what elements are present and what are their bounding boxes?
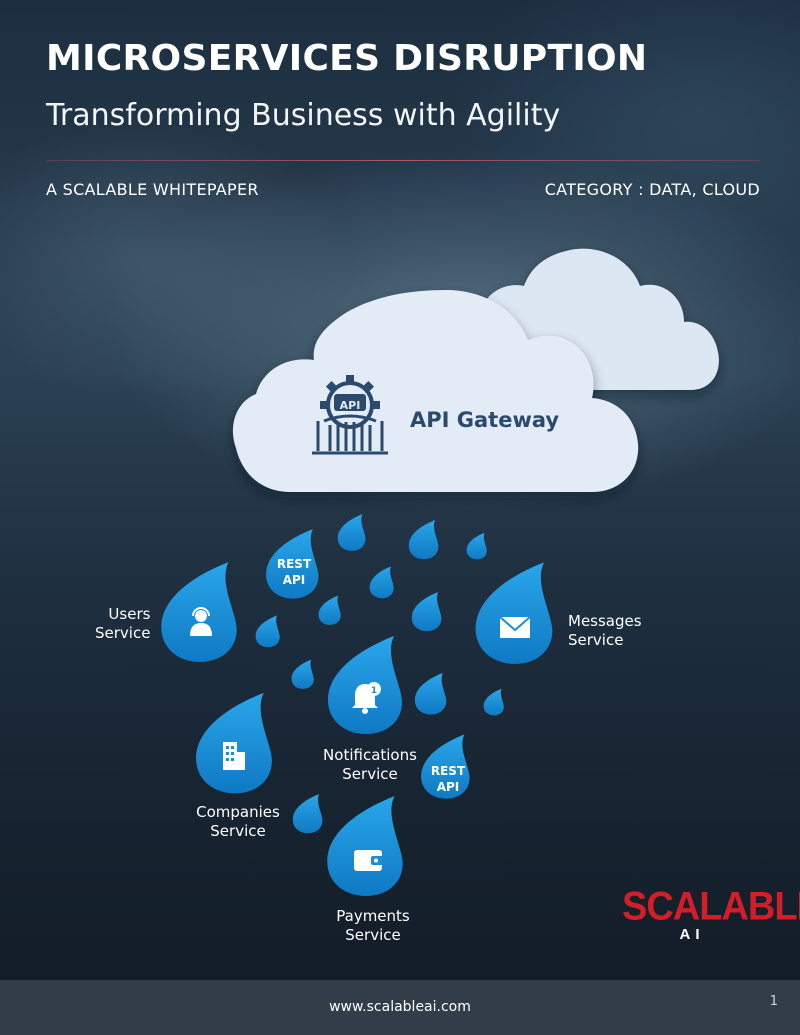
companies-service-drop bbox=[196, 692, 272, 794]
envelope-icon bbox=[499, 616, 531, 638]
rest-api-drop-2: REST API bbox=[421, 734, 470, 799]
building-icon bbox=[223, 742, 245, 770]
drop-small bbox=[369, 566, 394, 599]
logo-sub: AI bbox=[679, 926, 705, 943]
rest-api-drop-1: REST API bbox=[266, 529, 319, 599]
user-headset-icon bbox=[190, 607, 212, 636]
microservices-diagram: API API Gateway REST bbox=[161, 248, 719, 896]
api-gateway-label: API Gateway bbox=[410, 408, 559, 432]
payments-service-drop bbox=[327, 796, 403, 896]
drop-small bbox=[483, 688, 504, 716]
drop-small bbox=[255, 615, 280, 648]
messages-service-drop bbox=[475, 562, 553, 664]
svg-text:API: API bbox=[283, 573, 306, 587]
notifications-service-drop: 1 bbox=[328, 636, 402, 734]
drop-small bbox=[466, 532, 487, 560]
footer: www.scalableai.com 1 bbox=[0, 980, 800, 1035]
api-gateway-cloud bbox=[232, 290, 639, 492]
svg-text:API: API bbox=[437, 780, 460, 794]
category-label: CATEGORY : DATA, CLOUD bbox=[544, 180, 760, 199]
wallet-icon bbox=[354, 850, 383, 871]
svg-text:REST: REST bbox=[277, 557, 312, 571]
svg-text:1: 1 bbox=[371, 686, 377, 696]
footer-url[interactable]: www.scalableai.com bbox=[329, 999, 471, 1015]
drop-small bbox=[414, 672, 447, 715]
drop-small bbox=[291, 659, 314, 689]
drop-small bbox=[411, 592, 442, 632]
scalable-ai-logo: SCALABLE AI bbox=[622, 884, 800, 943]
bell-icon: 1 bbox=[352, 682, 381, 714]
svg-text:API: API bbox=[340, 399, 361, 412]
page-subtitle: Transforming Business with Agility bbox=[46, 98, 561, 133]
drop-small bbox=[292, 794, 323, 834]
drop-small bbox=[408, 520, 439, 560]
drop-small bbox=[337, 514, 366, 551]
api-gateway-icon: API bbox=[312, 375, 388, 455]
drop-small bbox=[318, 595, 341, 625]
logo-brand: SCALABLE bbox=[622, 884, 800, 930]
divider bbox=[46, 160, 760, 161]
page-title: MICROSERVICES DISRUPTION bbox=[46, 38, 648, 79]
svg-text:REST: REST bbox=[431, 764, 466, 778]
users-service-drop bbox=[161, 562, 237, 662]
page-number: 1 bbox=[769, 994, 778, 1009]
whitepaper-label: A SCALABLE WHITEPAPER bbox=[46, 180, 259, 199]
